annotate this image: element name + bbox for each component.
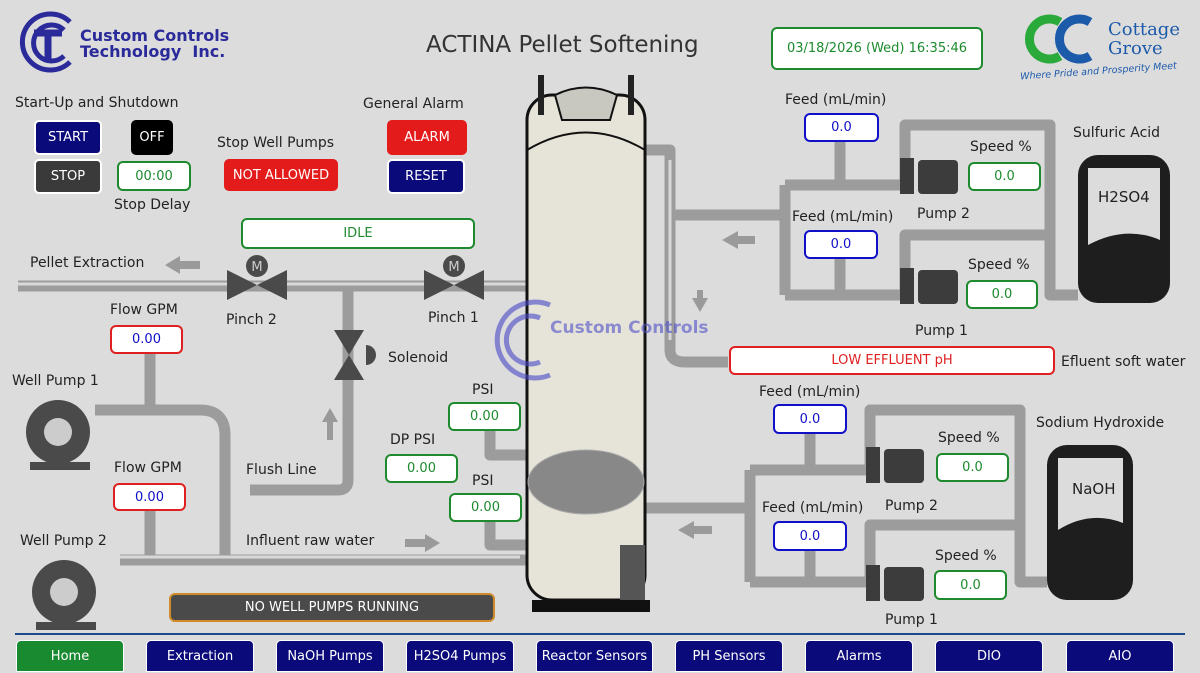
caustic-feed2-label: Feed (mL/min) xyxy=(759,384,861,400)
arrow-up-icon xyxy=(322,408,338,440)
influent-label: Influent raw water xyxy=(246,533,375,549)
solenoid-valve-icon xyxy=(334,330,364,380)
stop-delay-value: 00:00 xyxy=(117,161,191,191)
well1-pipe xyxy=(95,404,231,560)
nav-aio[interactable]: AIO xyxy=(1066,640,1174,672)
arrow-left-icon xyxy=(678,521,712,539)
well-pumps xyxy=(26,400,96,630)
startup-title: Start-Up and Shutdown xyxy=(15,95,179,111)
acid-speed1-value: 0.0 xyxy=(966,280,1038,309)
solenoid-label: Solenoid xyxy=(388,350,449,366)
nav-ph-sensors[interactable]: PH Sensors xyxy=(675,640,783,672)
arrow-right-icon xyxy=(405,534,440,552)
psi-top-value: 0.00 xyxy=(448,402,521,431)
flush-line-label: Flush Line xyxy=(246,462,317,478)
acid-pump1-label: Pump 1 xyxy=(915,323,968,339)
acid-pump2-label: Pump 2 xyxy=(917,206,970,222)
flow1-value: 0.00 xyxy=(110,325,183,354)
dp-psi-label: DP PSI xyxy=(390,432,436,448)
pellet-extraction-label: Pellet Extraction xyxy=(30,255,145,271)
cottage-grove-logo xyxy=(1025,14,1093,64)
well-pumps-status: NO WELL PUMPS RUNNING xyxy=(169,593,495,622)
alarm-button[interactable]: ALARM xyxy=(387,120,467,155)
dp-psi-value: 0.00 xyxy=(385,454,458,483)
acid-feed2-label: Feed (mL/min) xyxy=(785,92,887,108)
arrow-left-icon xyxy=(722,231,755,249)
well-pump2-label: Well Pump 2 xyxy=(20,533,107,549)
caustic-title: Sodium Hydroxide xyxy=(1036,415,1165,431)
acid-feed1-value: 0.0 xyxy=(804,230,878,259)
psi-pipe xyxy=(484,431,527,551)
reset-button[interactable]: RESET xyxy=(387,159,465,194)
nav-alarms[interactable]: Alarms xyxy=(805,640,913,672)
acid-feed1-label: Feed (mL/min) xyxy=(792,209,894,225)
acid-feed2-value: 0.0 xyxy=(804,113,879,142)
nav-naoh-pumps[interactable]: NaOH Pumps xyxy=(276,640,384,672)
pinch1-label: Pinch 1 xyxy=(428,310,479,326)
pinch1-valve-icon xyxy=(424,270,484,300)
nav-dio[interactable]: DIO xyxy=(935,640,1043,672)
cct-logo-text: Custom Controls Technology Inc. xyxy=(80,26,230,61)
pinch2-valve-icon xyxy=(227,270,287,300)
effluent-label: Efluent soft water xyxy=(1061,354,1186,370)
acid-title: Sulfuric Acid xyxy=(1073,125,1161,141)
caustic-speed1-value: 0.0 xyxy=(934,570,1007,600)
cottage-grove-logo-text: Cottage Grove xyxy=(1108,19,1180,59)
pinch2-label: Pinch 2 xyxy=(226,312,277,328)
process-state: IDLE xyxy=(241,218,475,249)
caustic-header xyxy=(645,404,1047,588)
acid-tank-label: H2SO4 xyxy=(1098,188,1150,206)
nav-h2so4-pumps[interactable]: H2SO4 Pumps xyxy=(406,640,514,672)
stop-delay-label: Stop Delay xyxy=(114,197,191,213)
acid-tank xyxy=(1047,155,1170,600)
acid-header xyxy=(675,119,1078,301)
caustic-tank-label: NaOH xyxy=(1072,480,1116,498)
arrow-left-icon xyxy=(165,256,200,274)
flow-arrows xyxy=(165,231,755,552)
cct-logo xyxy=(19,11,72,73)
stop-button[interactable]: STOP xyxy=(34,159,102,194)
flow2-label: Flow GPM xyxy=(114,460,182,476)
caustic-speed1-label: Speed % xyxy=(935,548,997,564)
valves xyxy=(227,255,484,380)
nav-extraction[interactable]: Extraction xyxy=(146,640,254,672)
stop-well-pumps-button[interactable]: NOT ALLOWED xyxy=(224,159,338,191)
caustic-feed2-value: 0.0 xyxy=(773,404,847,434)
acid-speed1-label: Speed % xyxy=(968,257,1030,273)
caustic-feed1-value: 0.0 xyxy=(773,521,847,551)
acid-speed2-label: Speed % xyxy=(970,139,1032,155)
datetime-display: 03/18/2026 (Wed) 16:35:46 xyxy=(771,27,983,70)
stop-well-pumps-label: Stop Well Pumps xyxy=(217,135,335,151)
nav-reactor-sensors[interactable]: Reactor Sensors xyxy=(536,640,653,672)
general-alarm-label: General Alarm xyxy=(363,96,464,112)
nav-home[interactable]: Home xyxy=(16,640,124,672)
start-button[interactable]: START xyxy=(34,120,102,155)
page-title: ACTINA Pellet Softening xyxy=(426,32,699,58)
svg-text:M: M xyxy=(448,260,459,275)
well-pump1-label: Well Pump 1 xyxy=(12,373,99,389)
caustic-speed2-label: Speed % xyxy=(938,430,1000,446)
flow1-label: Flow GPM xyxy=(110,302,178,318)
chem-pumps xyxy=(866,158,958,601)
arrow-down-icon xyxy=(692,290,708,312)
acid-speed2-value: 0.0 xyxy=(968,162,1041,191)
effluent-alarm: LOW EFFLUENT pH xyxy=(729,346,1055,375)
reactor-tank xyxy=(525,75,650,612)
flow2-value: 0.00 xyxy=(113,483,186,511)
effluent-pipe xyxy=(645,144,728,368)
psi-bottom-label: PSI xyxy=(472,473,494,489)
watermark-logo xyxy=(494,299,551,381)
caustic-speed2-value: 0.0 xyxy=(936,453,1009,482)
psi-bottom-value: 0.00 xyxy=(449,493,522,522)
caustic-pump1-label: Pump 1 xyxy=(885,612,938,628)
watermark-text: Custom Controls xyxy=(550,318,709,338)
solenoid-pipe xyxy=(250,286,354,496)
off-indicator[interactable]: OFF xyxy=(131,120,173,155)
psi-top-label: PSI xyxy=(472,382,494,398)
caustic-pump2-label: Pump 2 xyxy=(885,498,938,514)
caustic-feed1-label: Feed (mL/min) xyxy=(762,500,864,516)
svg-text:M: M xyxy=(251,260,262,275)
